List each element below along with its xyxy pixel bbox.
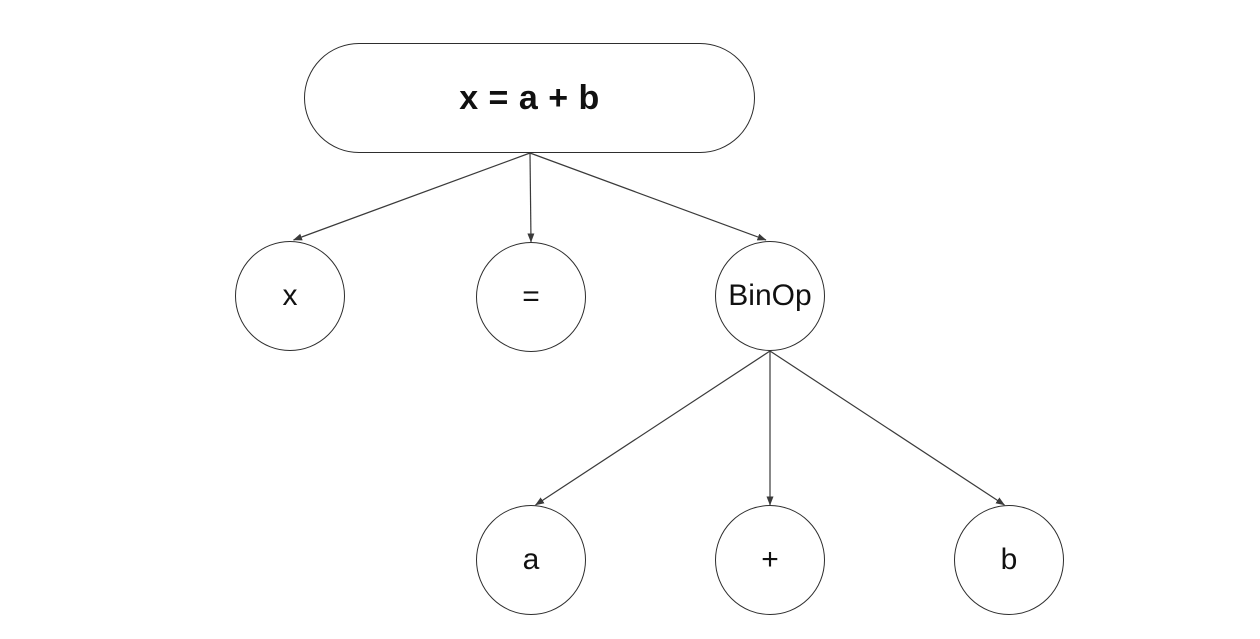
node-root-statement: x = a + b — [304, 43, 755, 153]
node-x: x — [235, 241, 345, 351]
node-a: a — [476, 505, 586, 615]
node-plus-label: + — [761, 543, 779, 576]
edge-binop-to-b — [769, 350, 1005, 506]
edge-root-to-equals — [527, 152, 535, 243]
edge-root-to-binop — [529, 152, 767, 241]
node-b: b — [954, 505, 1064, 615]
node-b-label: b — [1000, 543, 1018, 576]
node-equals: = — [476, 242, 586, 352]
node-binop: BinOp — [715, 241, 825, 351]
node-root-label: x = a + b — [459, 79, 600, 117]
edge-root-to-x — [293, 152, 531, 241]
node-a-label: a — [522, 543, 540, 576]
node-plus: + — [715, 505, 825, 615]
node-x-label: x — [282, 279, 298, 312]
node-binop-label: BinOp — [728, 279, 812, 312]
node-equals-label: = — [522, 280, 540, 313]
edge-binop-to-a — [535, 350, 771, 506]
